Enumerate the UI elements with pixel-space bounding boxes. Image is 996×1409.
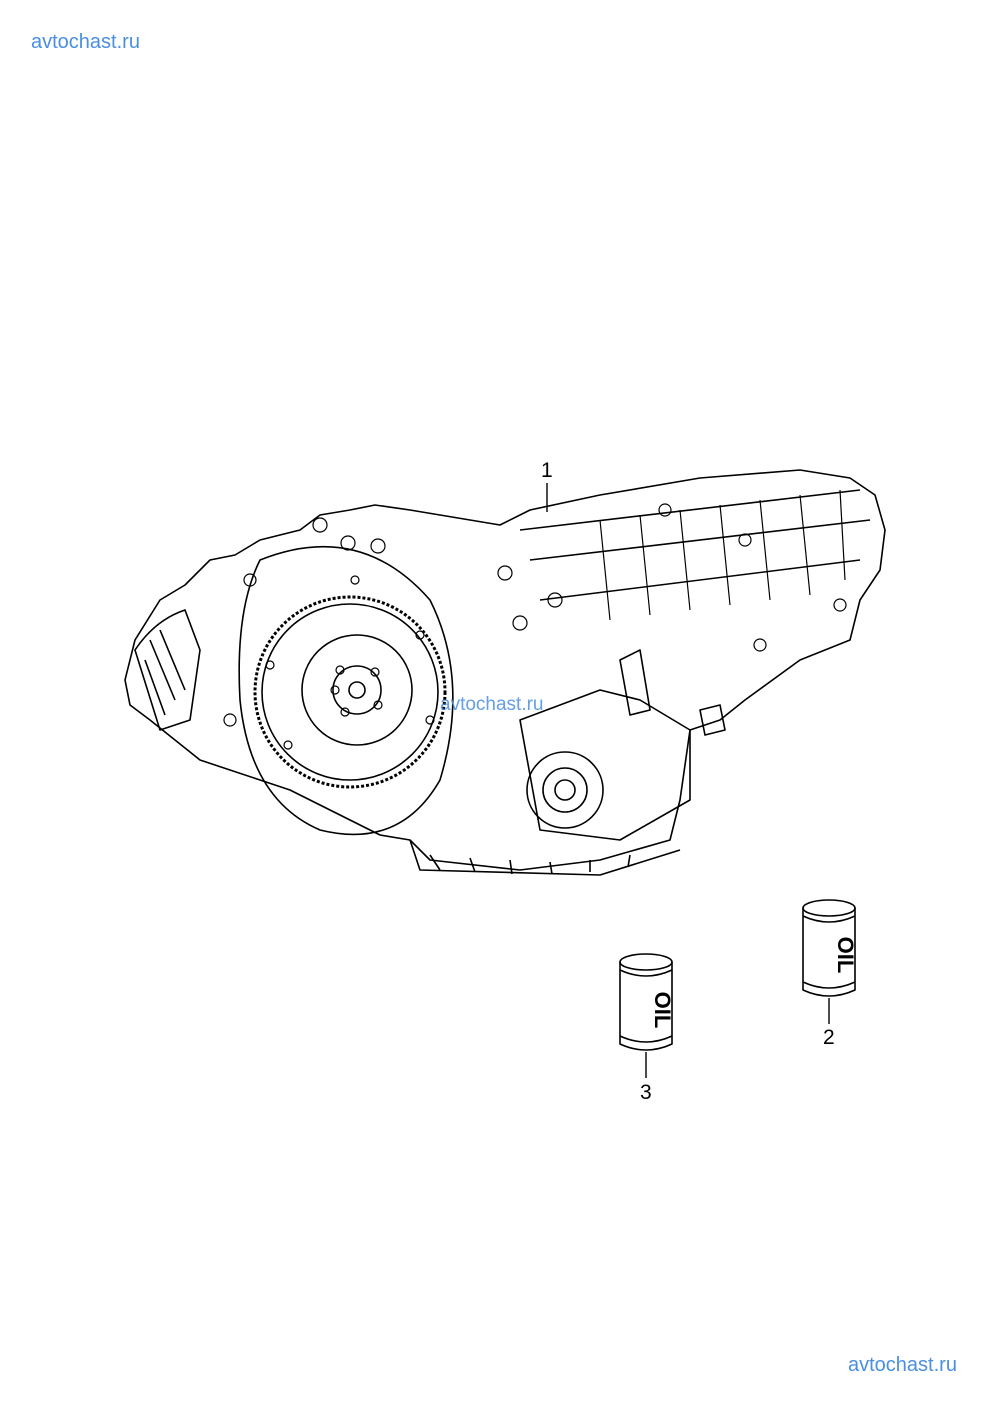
callout-2[interactable]: 2 (823, 1026, 835, 1049)
watermark-middle: avtochast.ru (440, 694, 544, 715)
watermark-bottom[interactable]: avtochast.ru (848, 1354, 957, 1376)
oil-can-2: OIL (802, 899, 858, 997)
svg-text:OIL: OIL (650, 992, 675, 1029)
transmission-drawing (124, 469, 886, 876)
callout-3[interactable]: 3 (640, 1081, 652, 1104)
oil-can-3: OIL (619, 953, 675, 1051)
svg-text:OIL: OIL (833, 937, 858, 974)
callout-1[interactable]: 1 (541, 459, 553, 482)
watermark-top[interactable]: avtochast.ru (31, 31, 140, 53)
